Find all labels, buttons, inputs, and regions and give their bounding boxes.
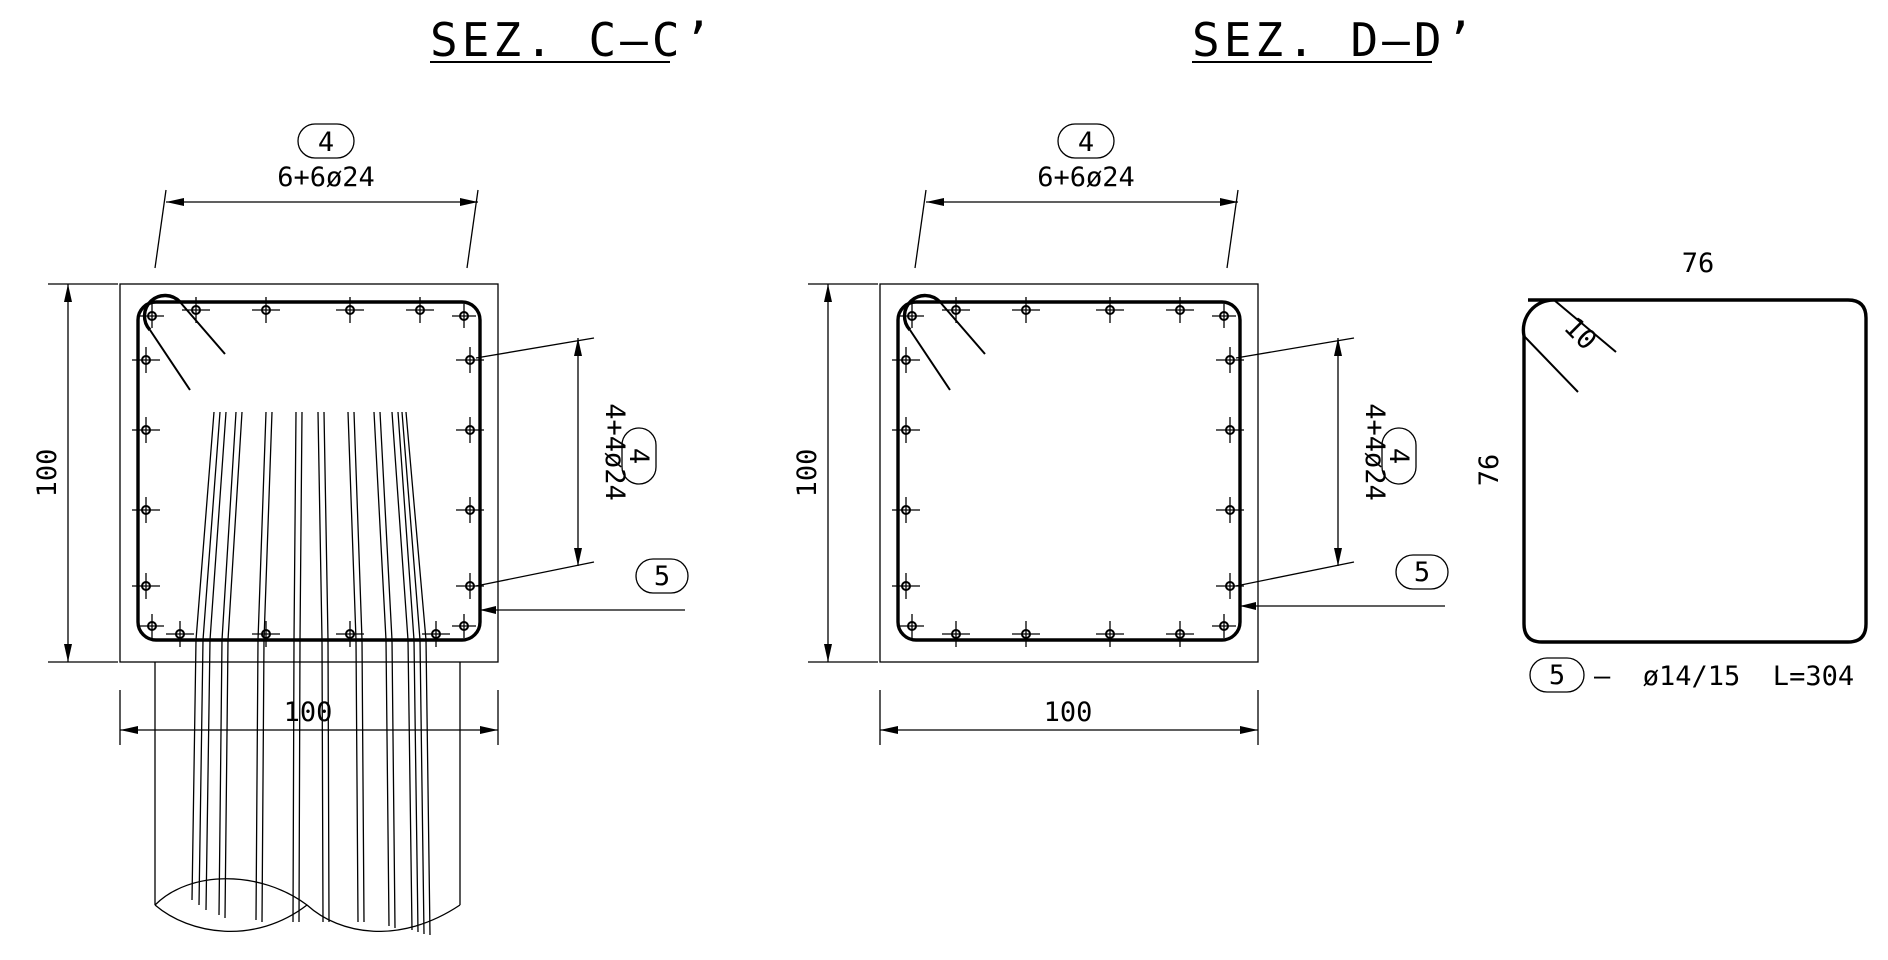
- section-cc-title: SEZ. C–C’: [430, 13, 715, 67]
- stirrup-detail: 76 76 10 5 – ø14/15 L=304: [1474, 248, 1868, 693]
- section-dd-top-bars: 6+6ø24: [1037, 162, 1135, 193]
- section-dd-stirrup: [896, 300, 1242, 642]
- stirrup-hook-length: 10: [1558, 312, 1603, 357]
- rebar: [1216, 417, 1244, 443]
- section-dd-side-tag: 4: [1383, 448, 1414, 464]
- rebar: [422, 621, 450, 647]
- section-dd-stirrup-tag: 5: [1414, 557, 1430, 588]
- section-cc-stirrup-tag: 5: [654, 561, 670, 592]
- section-cc-pile: [154, 662, 461, 932]
- section-cc-side-tag: 4: [623, 448, 654, 464]
- rebar: [1012, 621, 1040, 647]
- section-cc-top-tag-bubble: [297, 123, 355, 159]
- section-cc-side-bars: 4+4ø24: [599, 403, 630, 501]
- rebar: [406, 297, 434, 323]
- rebar: [456, 573, 484, 599]
- stirrup-width: 76: [1682, 248, 1715, 279]
- rebar: [132, 417, 160, 443]
- rebar: [892, 573, 920, 599]
- section-cc-side-tag-bubble: [621, 427, 657, 485]
- rebar: [1216, 573, 1244, 599]
- section-dd-stirrup-callout: 5: [1240, 554, 1449, 610]
- section-dd-side-bars: 4+4ø24: [1359, 403, 1390, 501]
- section-dd-stirrup-tag-bubble: [1395, 554, 1449, 590]
- rebar: [456, 497, 484, 523]
- section-dd-stirrup-hook: [902, 293, 986, 391]
- section-cc-rebars: [132, 297, 484, 647]
- section-dd-outline: [879, 283, 1259, 663]
- rebar: [942, 621, 970, 647]
- section-cc-width: 100: [284, 697, 333, 728]
- section-cc-side-dimension: 4+4ø24 4: [475, 337, 657, 587]
- rebar: [336, 297, 364, 323]
- rebar: [140, 304, 164, 328]
- section-cc-stirrup-hook: [142, 293, 226, 391]
- rebar: [452, 614, 476, 638]
- rebar: [1212, 614, 1236, 638]
- stirrup-spec: – ø14/15 L=304: [1594, 661, 1854, 692]
- rebar: [336, 621, 364, 647]
- section-dd-top-tag: 4: [1078, 127, 1094, 158]
- stirrup-tag: 5: [1549, 660, 1565, 691]
- rebar: [132, 347, 160, 373]
- rebar: [892, 347, 920, 373]
- section-cc-stirrup: [136, 300, 482, 642]
- section-cc-stirrup-callout: 5: [480, 558, 689, 614]
- section-cc-width-dimension: 100: [119, 690, 499, 745]
- section-cc-outline: [119, 283, 499, 663]
- rebar: [182, 297, 210, 323]
- rebar: [132, 497, 160, 523]
- rebar: [1096, 621, 1124, 647]
- rebar: [140, 614, 164, 638]
- section-dd-title: SEZ. D–D’: [1192, 13, 1477, 67]
- section-dd: SEZ. D–D’: [792, 13, 1477, 745]
- section-cc-top-tag: 4: [318, 127, 334, 158]
- stirrup-height: 76: [1474, 454, 1505, 487]
- rebar: [456, 417, 484, 443]
- rebar: [1216, 497, 1244, 523]
- section-cc-height-dimension: 100: [32, 283, 118, 663]
- rebar: [1212, 304, 1236, 328]
- rebar: [942, 297, 970, 323]
- section-dd-side-tag-bubble: [1381, 427, 1417, 485]
- stirrup-detail-hook: [1523, 299, 1617, 393]
- stirrup-tag-bubble: [1529, 657, 1585, 693]
- section-dd-width: 100: [1044, 697, 1093, 728]
- rebar: [456, 347, 484, 373]
- rebar: [892, 417, 920, 443]
- rebar: [1166, 297, 1194, 323]
- section-dd-rebars: [892, 297, 1244, 647]
- rebar: [892, 497, 920, 523]
- section-cc-top-dimension: 4 6+6ø24: [154, 123, 479, 269]
- rebar: [900, 614, 924, 638]
- rebar: [900, 304, 924, 328]
- section-dd-top-tag-bubble: [1057, 123, 1115, 159]
- rebar: [1216, 347, 1244, 373]
- rebar: [1166, 621, 1194, 647]
- rebar: [252, 297, 280, 323]
- section-cc-stirrup-tag-bubble: [635, 558, 689, 594]
- rebar: [132, 573, 160, 599]
- section-dd-side-dimension: 4+4ø24 4: [1235, 337, 1417, 587]
- rebar: [252, 621, 280, 647]
- rebar: [452, 304, 476, 328]
- section-cc-top-bars: 6+6ø24: [277, 162, 375, 193]
- section-cc-pile-bars: [191, 411, 431, 936]
- rebar: [1012, 297, 1040, 323]
- section-dd-height-dimension: 100: [792, 283, 878, 663]
- section-cc: SEZ. C–C’: [32, 13, 715, 936]
- section-dd-height: 100: [792, 449, 823, 498]
- section-cc-height: 100: [32, 449, 63, 498]
- rebar: [1096, 297, 1124, 323]
- stirrup-shape: [1521, 298, 1868, 644]
- section-dd-width-dimension: 100: [879, 690, 1259, 745]
- section-dd-top-dimension: 4 6+6ø24: [914, 123, 1239, 269]
- rebar: [166, 621, 194, 647]
